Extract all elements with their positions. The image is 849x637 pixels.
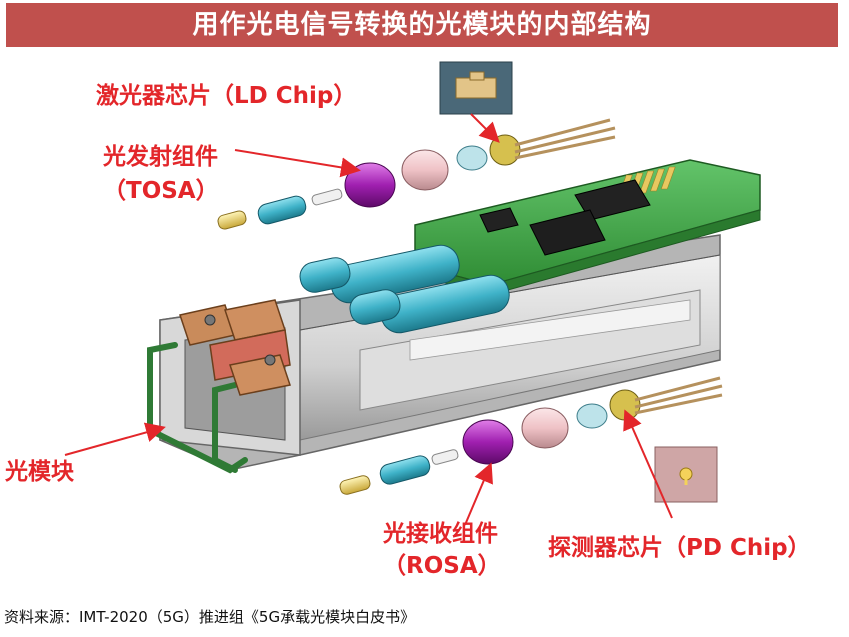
tosa-exploded xyxy=(217,118,616,230)
source-note: 资料来源：IMT-2020（5G）推进组《5G承载光模块白皮书》 xyxy=(4,608,416,626)
latch-pieces xyxy=(179,299,291,396)
arrow-ld-chip xyxy=(470,113,500,143)
rosa-exploded xyxy=(339,376,723,495)
label-ld-chip: 激光器芯片（LD Chip） xyxy=(96,83,357,109)
callout-arrows xyxy=(64,113,673,526)
arrow-module xyxy=(64,422,166,456)
pd-chip-inset xyxy=(654,446,718,503)
label-tosa: 光发射组件 xyxy=(103,144,218,170)
arrow-pd-chip xyxy=(623,409,673,519)
label-tosa-abbr: （TOSA） xyxy=(103,178,219,204)
arrow-rosa xyxy=(464,462,493,526)
label-rosa-abbr: （ROSA） xyxy=(383,553,501,579)
ld-chip-inset xyxy=(439,61,513,115)
label-pd-chip: 探测器芯片（PD Chip） xyxy=(548,535,811,561)
page-title: 用作光电信号转换的光模块的内部结构 xyxy=(6,3,838,47)
label-rosa: 光接收组件 xyxy=(383,521,498,547)
osa-barrels xyxy=(299,244,510,334)
arrow-tosa xyxy=(234,149,361,178)
label-module: 光模块 xyxy=(5,459,74,485)
